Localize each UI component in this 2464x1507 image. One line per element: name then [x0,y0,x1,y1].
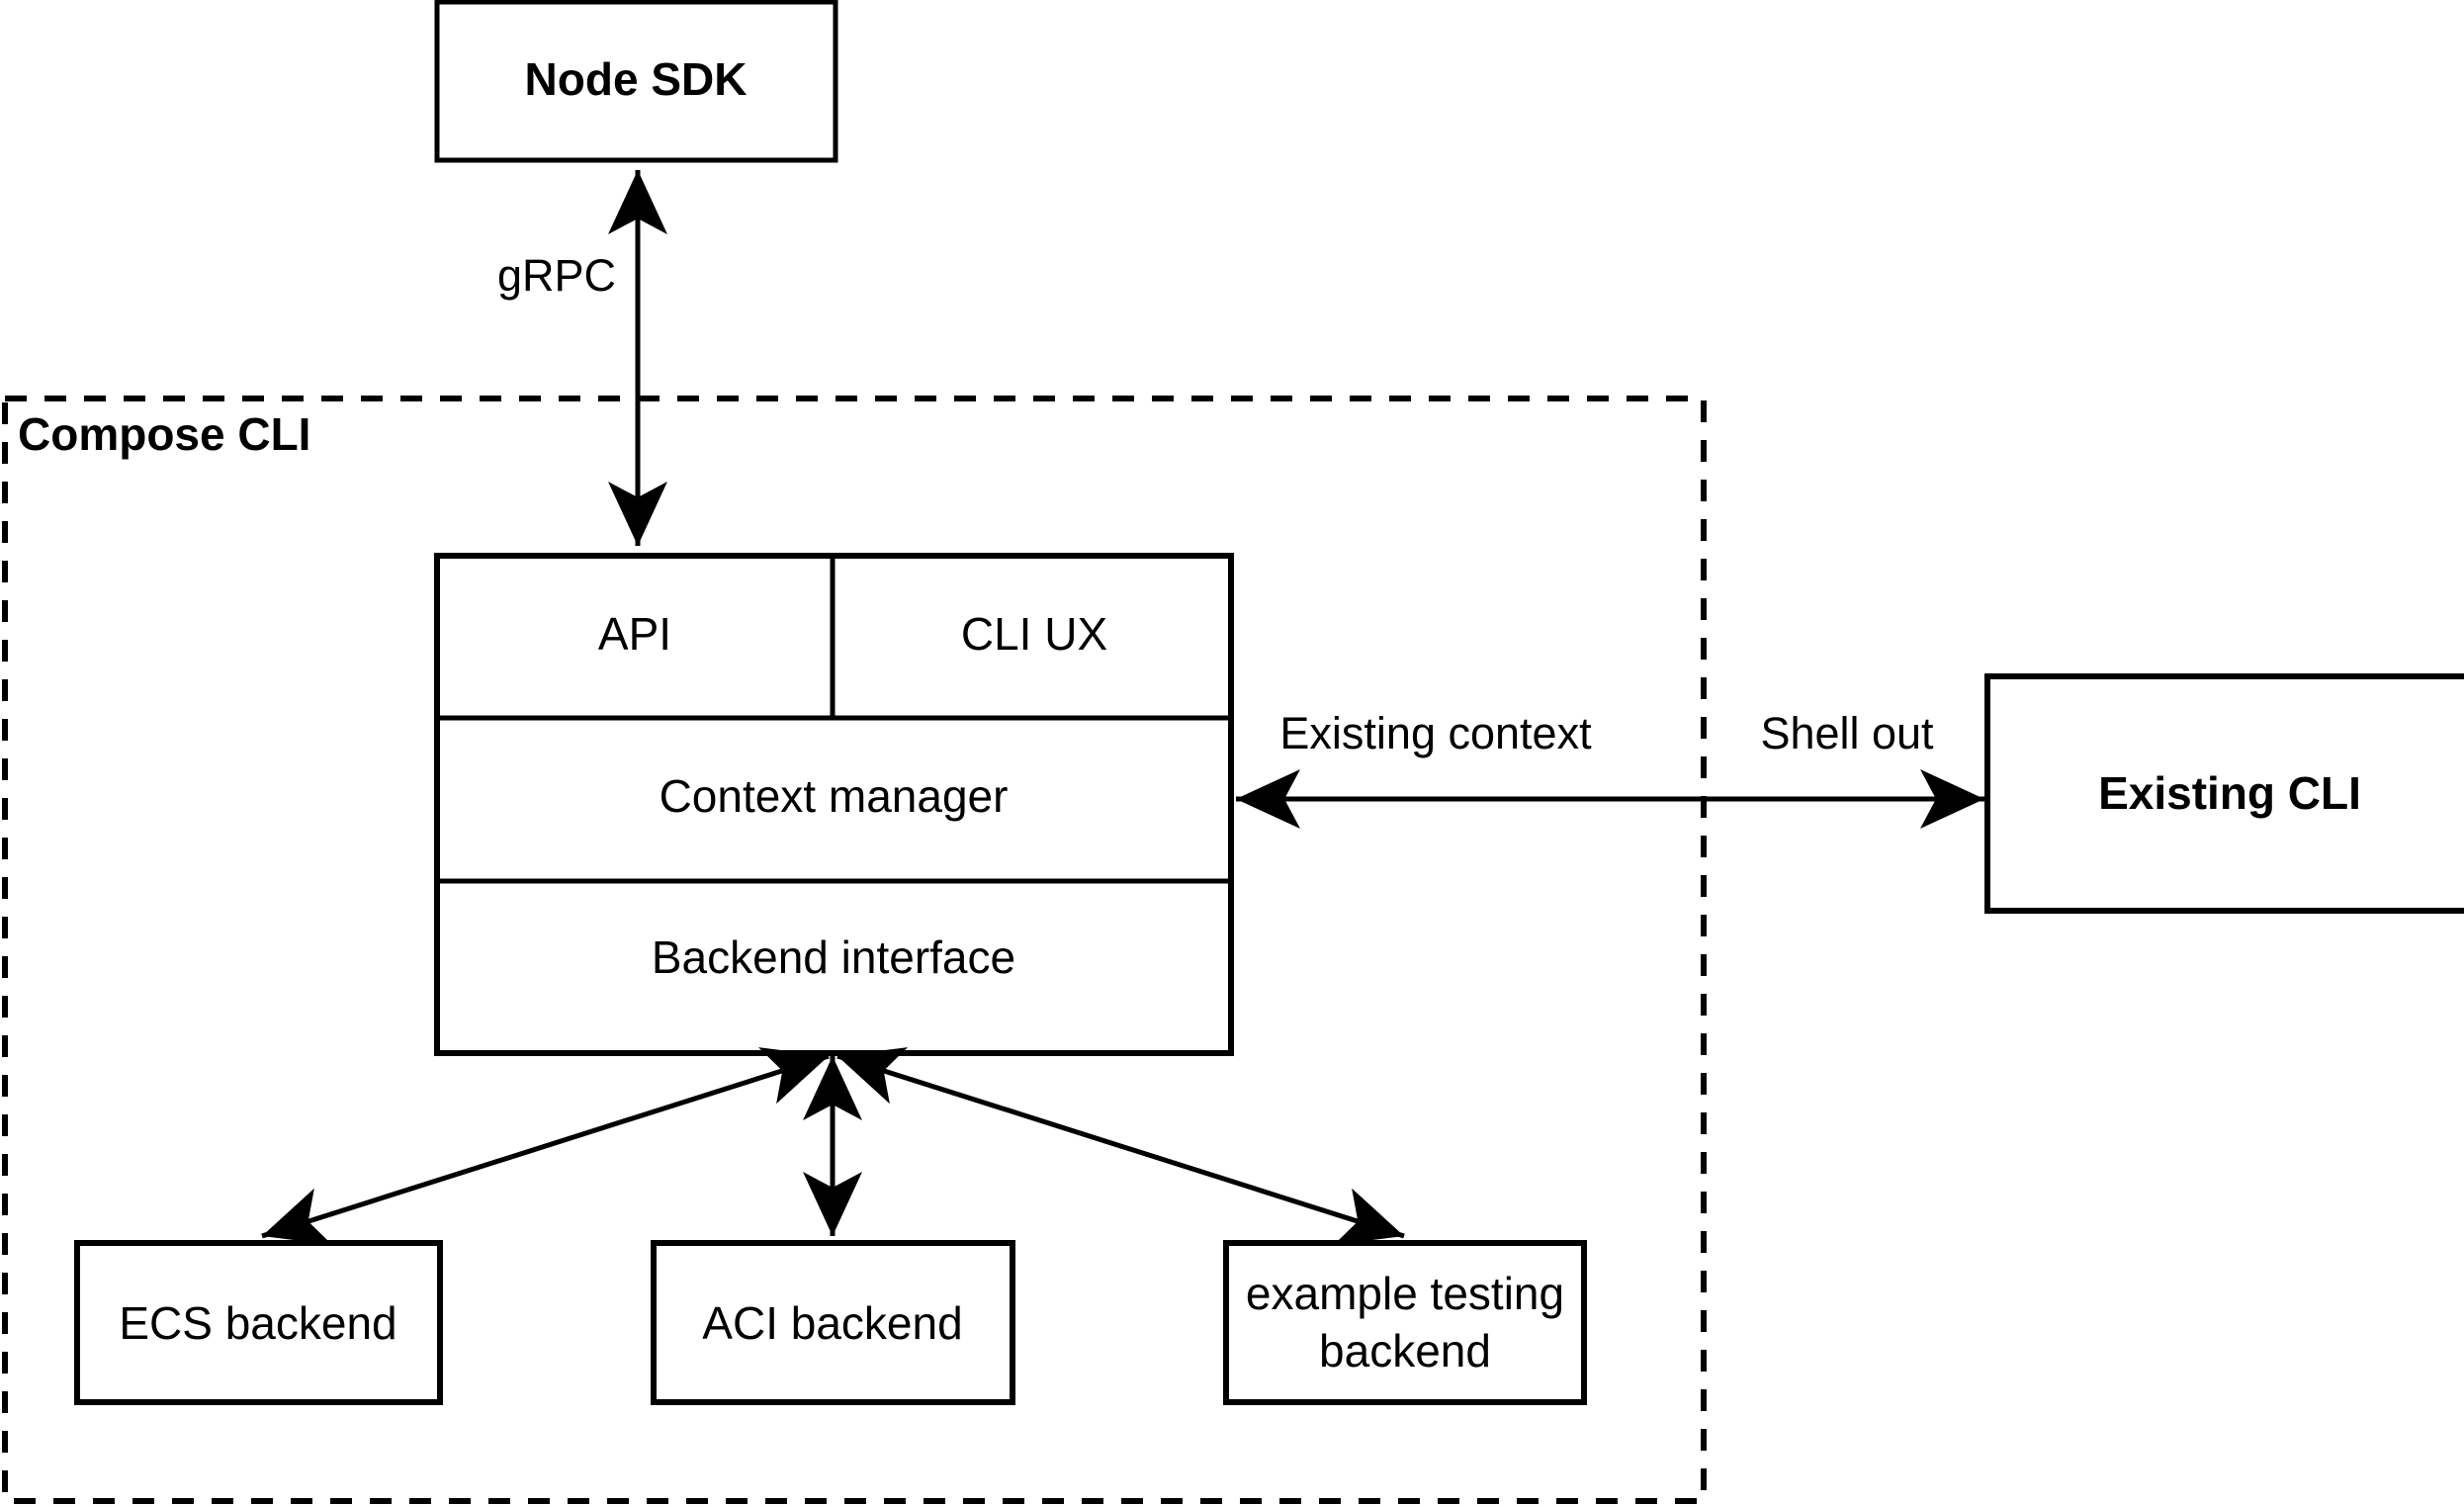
existing-cli-box [1984,673,2464,914]
compose-cli-group-label: Compose CLI [18,408,310,460]
ecs-backend-box [74,1240,443,1405]
backend-interface-label: Backend interface [652,931,1015,983]
ecs-backend-arrow [261,1047,830,1245]
compose-cli-group: Compose CLI [2,396,1707,1504]
context-manager-label: Context manager [660,770,1009,822]
grpc-edge-label: gRPC [497,250,616,301]
aci-backend-box [651,1240,1015,1405]
example-testing-backend-arrow [836,1047,1405,1245]
compose-cli-core-stack: API CLI UX Context manager Backend inter… [434,553,1234,1056]
example-testing-backend-node: example testing backend [1223,1240,1587,1405]
node-sdk-box [434,0,838,163]
grpc-edge: gRPC [497,170,667,546]
api-label: API [598,608,671,660]
aci-backend-node: ACI backend [651,1240,1015,1405]
existing-cli-label: Existing CLI [2098,767,2361,819]
ecs-backend-label: ECS backend [119,1297,396,1349]
example-testing-backend-box [1223,1240,1587,1405]
compose-cli-group-border [2,396,1707,1504]
example-testing-backend-label-line1: example testing [1246,1268,1564,1319]
node-sdk-node: Node SDK [434,0,838,163]
node-sdk-label: Node SDK [525,53,748,105]
example-testing-backend-label-line2: backend [1319,1325,1491,1376]
existing-cli-edge: Existing context Shell out [1236,708,1984,829]
ecs-backend-node: ECS backend [74,1240,443,1405]
backend-edges [261,1047,1405,1245]
existing-cli-node: Existing CLI [1984,673,2464,914]
existing-context-edge-label: Existing context [1279,708,1592,758]
aci-backend-label: ACI backend [702,1297,962,1349]
cli-ux-label: CLI UX [961,608,1107,660]
shell-out-edge-label: Shell out [1760,708,1934,758]
